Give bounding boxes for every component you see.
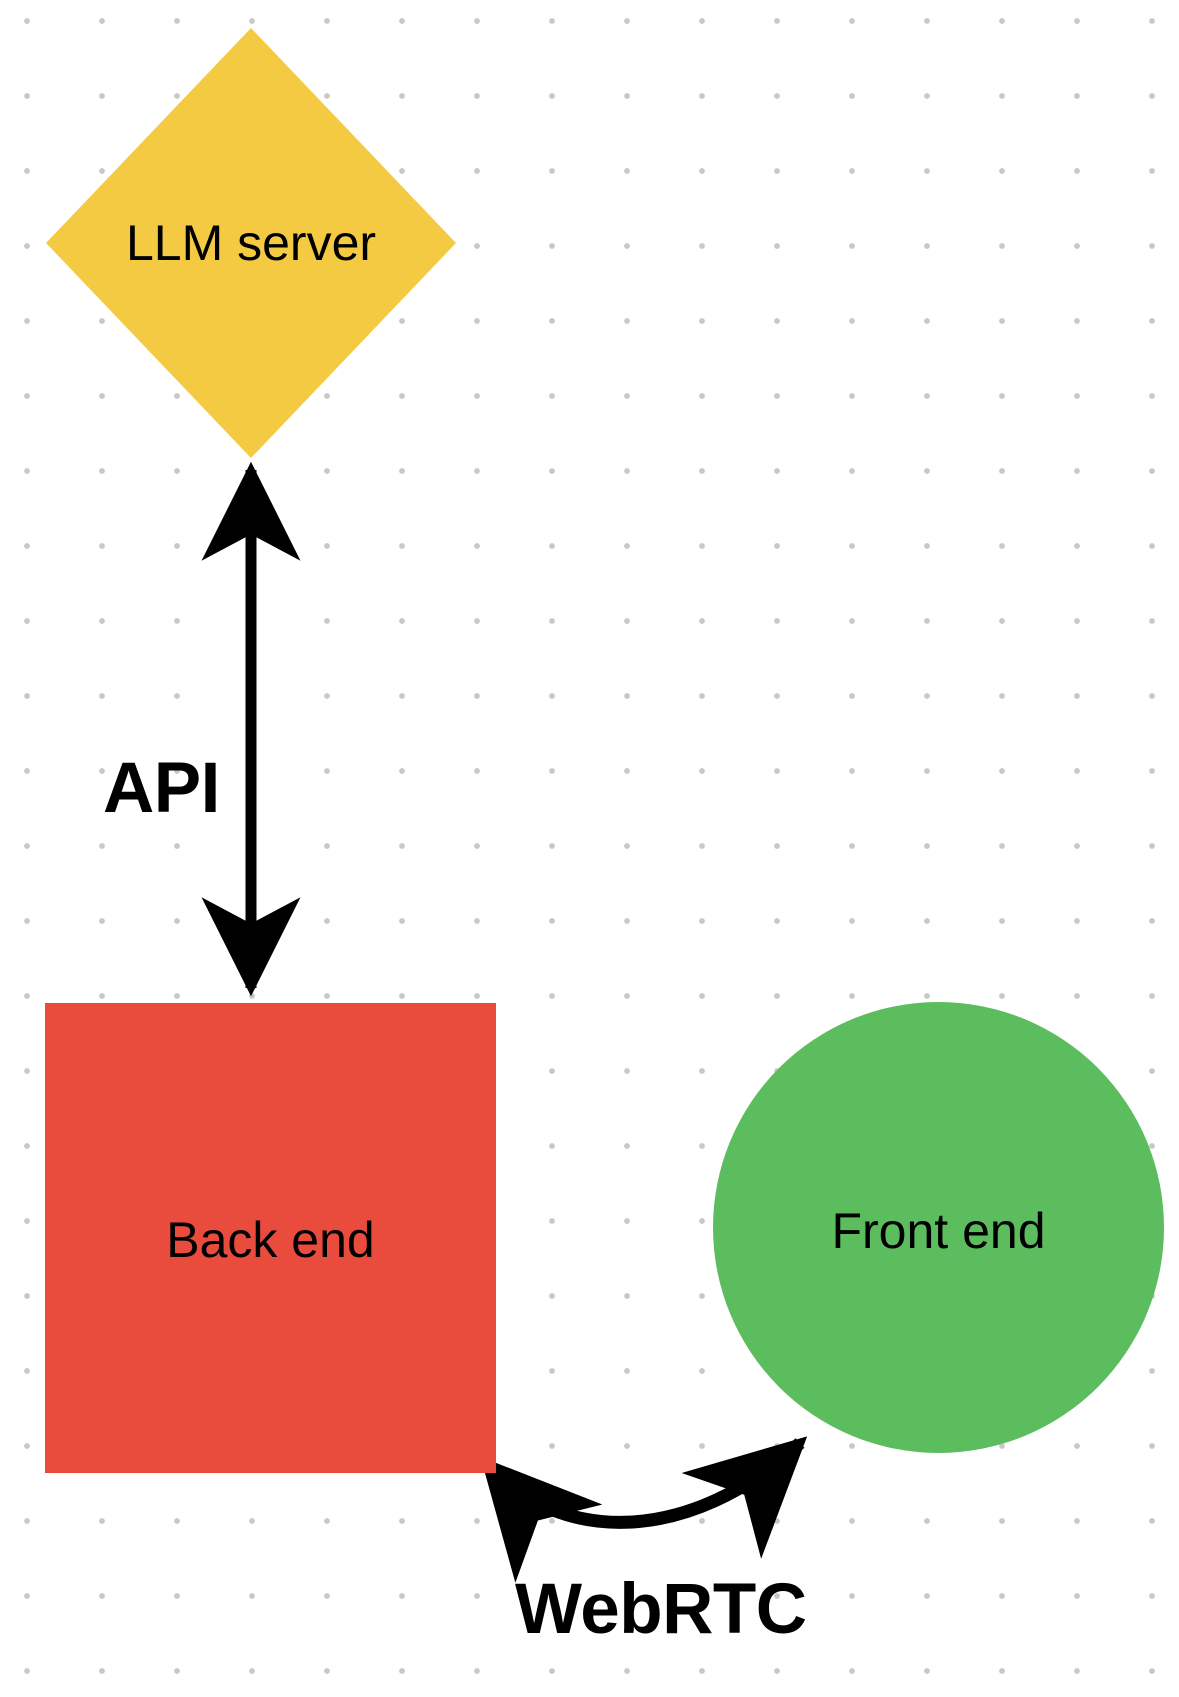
edge-label-api: API [103, 749, 220, 828]
node-front-end[interactable]: Front end [713, 1002, 1164, 1453]
node-llm-server[interactable]: LLM server [46, 28, 456, 458]
diamond-shape [46, 28, 456, 458]
webrtc-edge-arrow[interactable] [480, 1436, 808, 1583]
webrtc-edge-path [480, 1436, 808, 1583]
node-label-front-end: Front end [831, 1203, 1046, 1259]
node-back-end[interactable]: Back end [45, 1003, 496, 1473]
node-label-back-end: Back end [166, 1212, 375, 1268]
edge-label-webrtc: WebRTC [515, 1570, 807, 1649]
